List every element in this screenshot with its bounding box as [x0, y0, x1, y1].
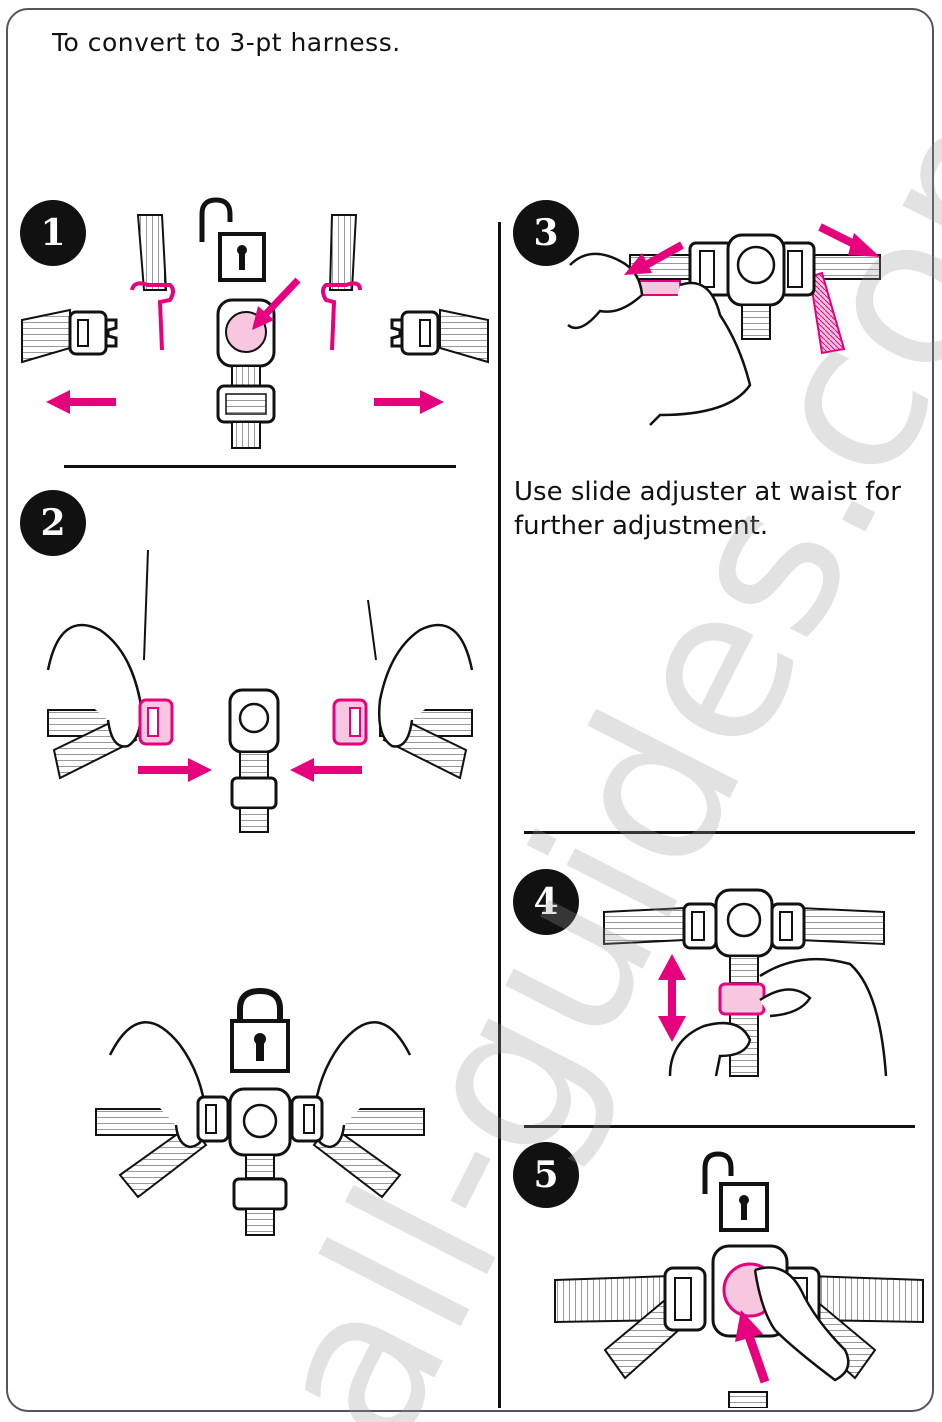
- step2-connect-illustration: [46, 550, 474, 833]
- step1-illustration: [21, 197, 489, 449]
- intro-heading: To convert to 3-pt harness.: [52, 28, 401, 57]
- step2-locked-illustration: [95, 987, 425, 1236]
- page-frame: [6, 8, 934, 1412]
- step5-illustration: [554, 1151, 924, 1408]
- step3-illustration: [567, 223, 881, 426]
- step4-illustration: [603, 888, 888, 1077]
- column-divider: [498, 222, 501, 1408]
- padlock-open-icon: [199, 197, 266, 282]
- step-badge-4: 4: [513, 869, 579, 935]
- step-badge-3: 3: [513, 200, 579, 266]
- padlock-closed-icon: [230, 987, 290, 1073]
- adjustment-caption: Use slide adjuster at waist for further …: [514, 477, 901, 541]
- divider-step3-4: [524, 831, 915, 834]
- step-badge-2: 2: [20, 490, 86, 556]
- divider-step1-2: [64, 465, 456, 468]
- padlock-open-icon: [702, 1151, 769, 1232]
- step-badge-1: 1: [20, 200, 86, 266]
- divider-step4-5: [524, 1125, 915, 1128]
- step-badge-5: 5: [513, 1142, 579, 1208]
